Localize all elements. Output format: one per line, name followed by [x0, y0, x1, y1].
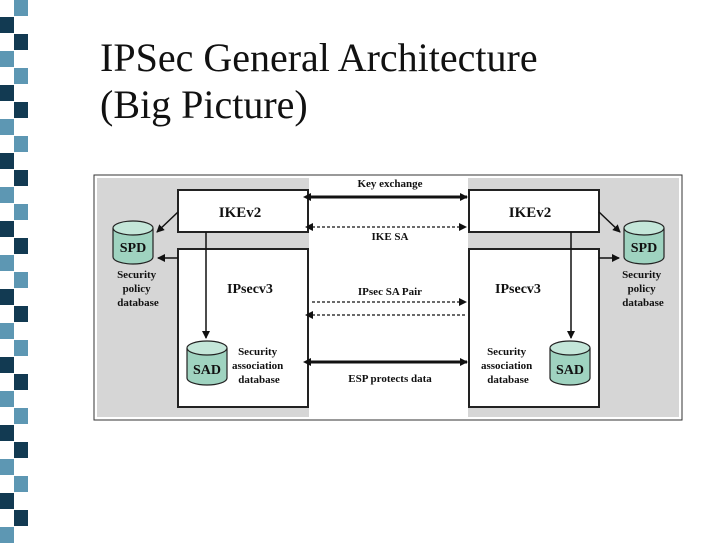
strip-square	[0, 289, 14, 305]
left-sad-database: SAD	[186, 340, 228, 386]
strip-square	[0, 221, 14, 237]
right-sad-caption: Security association database	[481, 346, 535, 386]
strip-square	[0, 153, 14, 169]
left-ike-label: IKEv2	[219, 205, 262, 221]
strip-square	[14, 170, 28, 186]
strip-square	[0, 51, 14, 67]
strip-square	[14, 0, 28, 16]
slide-title: IPSec General Architecture (Big Picture)	[100, 34, 700, 128]
strip-square	[0, 85, 14, 101]
right-sad-database: SAD	[549, 340, 591, 386]
strip-square	[14, 442, 28, 458]
ipsec-sa-pair-label: IPsec SA Pair	[358, 286, 422, 298]
right-ike-to-spd-arrow	[598, 211, 621, 233]
right-ipsec-label: IPsecv3	[495, 282, 541, 297]
right-sad-label: SAD	[556, 363, 584, 378]
left-spd-label: SPD	[120, 241, 146, 256]
strip-square	[14, 374, 28, 390]
strip-square	[14, 204, 28, 220]
right-host: IKEv2 IPsecv3 SPD Security policy databa…	[468, 178, 679, 417]
strip-square	[14, 136, 28, 152]
strip-square	[14, 340, 28, 356]
right-spd-label: SPD	[631, 241, 657, 256]
left-spd-database: SPD	[112, 220, 154, 265]
right-spd-caption: Security policy database	[622, 269, 664, 309]
left-ike-box	[177, 189, 309, 233]
strip-square	[0, 493, 14, 509]
strip-square	[0, 323, 14, 339]
left-ike-to-spd-arrow	[156, 211, 179, 233]
strip-square	[14, 272, 28, 288]
slide-title-line-2: (Big Picture)	[100, 82, 308, 127]
strip-square	[0, 527, 14, 543]
ike-sa-link: IKE SA	[305, 223, 467, 243]
strip-square	[14, 68, 28, 84]
strip-square	[0, 255, 14, 271]
strip-square	[14, 34, 28, 50]
left-host: IKEv2 IPsecv3 SPD Security policy databa…	[97, 178, 309, 417]
ipsec-sa-pair-link: IPsec SA Pair	[305, 286, 467, 319]
right-ike-label: IKEv2	[509, 205, 552, 221]
strip-square	[14, 306, 28, 322]
strip-square	[0, 391, 14, 407]
left-ipsec-label: IPsecv3	[227, 282, 273, 297]
esp-link: ESP protects data	[303, 358, 468, 385]
left-spd-caption: Security policy database	[117, 269, 159, 309]
strip-square	[0, 357, 14, 373]
key-exchange-link: Key exchange	[303, 178, 468, 201]
strip-square	[14, 408, 28, 424]
right-ike-box	[468, 189, 600, 233]
left-sad-label: SAD	[193, 363, 221, 378]
key-exchange-label: Key exchange	[357, 178, 422, 190]
strip-square	[14, 510, 28, 526]
slide-title-line-1: IPSec General Architecture	[100, 35, 538, 80]
decorative-side-strip	[0, 0, 30, 543]
right-spd-database: SPD	[623, 220, 665, 265]
strip-square	[0, 425, 14, 441]
strip-square	[0, 17, 14, 33]
esp-label: ESP protects data	[348, 373, 432, 385]
strip-square	[14, 102, 28, 118]
strip-square	[0, 459, 14, 475]
left-sad-caption: Security association database	[232, 346, 286, 386]
strip-square	[0, 187, 14, 203]
strip-square	[14, 238, 28, 254]
strip-square	[0, 119, 14, 135]
strip-square	[14, 476, 28, 492]
ike-sa-label: IKE SA	[372, 231, 409, 243]
